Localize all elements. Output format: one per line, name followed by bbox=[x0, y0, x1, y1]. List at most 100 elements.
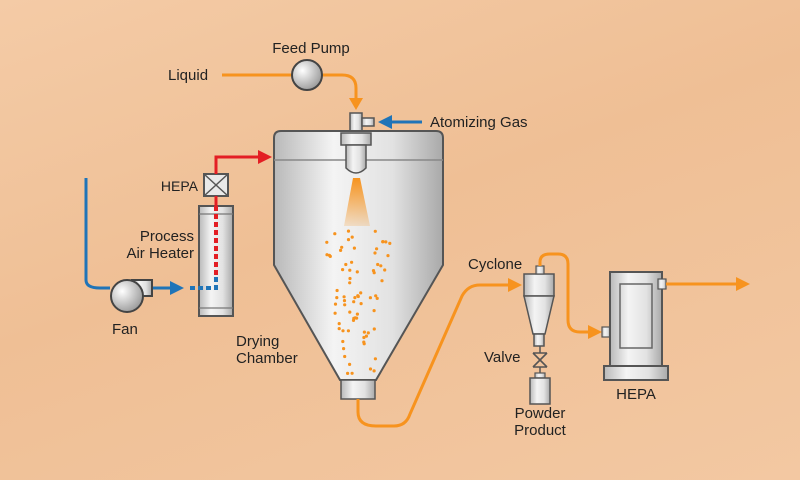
spray-cone bbox=[344, 178, 370, 226]
droplet bbox=[346, 371, 350, 375]
chamber-outlet-icon bbox=[340, 379, 376, 400]
liquid-feed-line bbox=[222, 73, 358, 98]
droplet bbox=[327, 253, 331, 257]
hepa-inlet-filter-cross bbox=[203, 173, 229, 197]
droplet bbox=[325, 240, 329, 244]
cyclone-inlet-arrowhead bbox=[508, 278, 522, 292]
hepa-outlet-panel-icon bbox=[619, 283, 653, 349]
droplet bbox=[352, 246, 356, 250]
droplet bbox=[340, 245, 344, 249]
droplet bbox=[346, 229, 351, 233]
hepa-outlet-port-icon bbox=[601, 326, 611, 338]
chamber-to-cyclone-line bbox=[356, 283, 510, 428]
droplet bbox=[371, 269, 376, 273]
drying-chamber-icon bbox=[273, 130, 444, 381]
fan-outlet-arrowhead bbox=[170, 281, 184, 295]
feed-pump-icon bbox=[291, 59, 323, 91]
hot-air-arrowhead bbox=[258, 150, 272, 164]
drying-chamber-label-line1: Drying bbox=[236, 333, 280, 350]
hepa-outlet-base-icon bbox=[603, 365, 669, 381]
droplet bbox=[335, 288, 339, 293]
droplet bbox=[348, 362, 352, 366]
droplet bbox=[356, 294, 360, 298]
droplet bbox=[368, 367, 373, 371]
exhaust-arrowhead bbox=[736, 277, 750, 291]
droplet bbox=[341, 339, 345, 344]
droplet bbox=[333, 302, 338, 306]
droplet bbox=[337, 327, 341, 331]
droplet bbox=[333, 232, 337, 236]
droplet bbox=[351, 318, 356, 322]
droplet bbox=[362, 330, 366, 334]
process-air-heater-icon bbox=[198, 205, 234, 317]
droplet bbox=[355, 316, 359, 320]
droplet bbox=[348, 281, 352, 285]
fan-inlet-line bbox=[84, 178, 110, 290]
droplet bbox=[342, 347, 346, 351]
nozzle-body-icon bbox=[340, 132, 372, 146]
liquid-arrowhead bbox=[349, 98, 363, 110]
droplet bbox=[359, 291, 363, 295]
droplet bbox=[374, 294, 378, 298]
droplet bbox=[350, 260, 354, 264]
droplet bbox=[352, 300, 356, 304]
hepa-outlet-inlet-arrowhead bbox=[588, 325, 602, 339]
droplet bbox=[372, 369, 376, 373]
droplet bbox=[373, 251, 377, 255]
droplet bbox=[342, 299, 347, 303]
nozzle-tip-icon bbox=[345, 144, 367, 174]
droplet bbox=[333, 311, 337, 315]
droplet bbox=[325, 253, 329, 257]
powder-product-container-icon bbox=[529, 377, 551, 405]
droplet bbox=[348, 276, 352, 281]
droplet bbox=[348, 268, 352, 272]
droplet bbox=[366, 331, 370, 335]
liquid-label: Liquid bbox=[168, 67, 209, 84]
droplet bbox=[350, 235, 354, 239]
droplet bbox=[375, 247, 379, 251]
droplet bbox=[353, 296, 357, 300]
process-air-heater-label-line1: Process bbox=[139, 228, 194, 245]
droplet bbox=[341, 268, 345, 272]
droplet bbox=[362, 335, 366, 340]
powder-product-label-line1: Powder bbox=[514, 405, 566, 422]
droplet bbox=[368, 296, 372, 300]
cyclone-body-icon bbox=[523, 273, 555, 297]
valve-icon bbox=[532, 352, 548, 368]
droplet bbox=[346, 238, 351, 242]
droplet bbox=[355, 312, 359, 316]
droplet bbox=[376, 262, 380, 267]
atomizing-gas-label: Atomizing Gas bbox=[430, 114, 528, 131]
droplet bbox=[335, 296, 339, 300]
droplet bbox=[373, 357, 377, 361]
hepa-outlet-top-port-icon bbox=[657, 278, 667, 290]
droplet bbox=[388, 241, 392, 245]
droplet bbox=[359, 302, 363, 306]
droplet bbox=[346, 329, 350, 333]
heater-cold-coil bbox=[190, 277, 218, 290]
cyclone-cone-icon bbox=[523, 295, 555, 335]
cyclone-outlet-tube-icon bbox=[533, 333, 545, 347]
drying-chamber-label-line2: Chamber bbox=[236, 350, 298, 367]
droplet bbox=[348, 310, 352, 314]
fan-label: Fan bbox=[112, 321, 138, 338]
cyclone-to-hepa-line bbox=[538, 252, 590, 334]
droplet bbox=[344, 262, 348, 267]
droplets-group bbox=[325, 229, 392, 375]
droplet bbox=[343, 303, 347, 307]
droplet bbox=[381, 240, 385, 244]
valve-label: Valve bbox=[484, 349, 521, 366]
droplet bbox=[362, 340, 366, 344]
nozzle-gas-port-icon bbox=[361, 117, 375, 127]
droplet bbox=[384, 240, 388, 244]
hepa-outlet-filter-icon bbox=[609, 271, 663, 369]
droplet bbox=[372, 309, 376, 313]
droplet bbox=[337, 322, 341, 326]
droplet bbox=[386, 254, 390, 258]
cyclone-label: Cyclone bbox=[468, 256, 523, 273]
powder-product-label-line2: Product bbox=[514, 422, 566, 439]
droplet bbox=[364, 334, 368, 338]
process-air-heater-label-line2: Air Heater bbox=[126, 245, 194, 262]
